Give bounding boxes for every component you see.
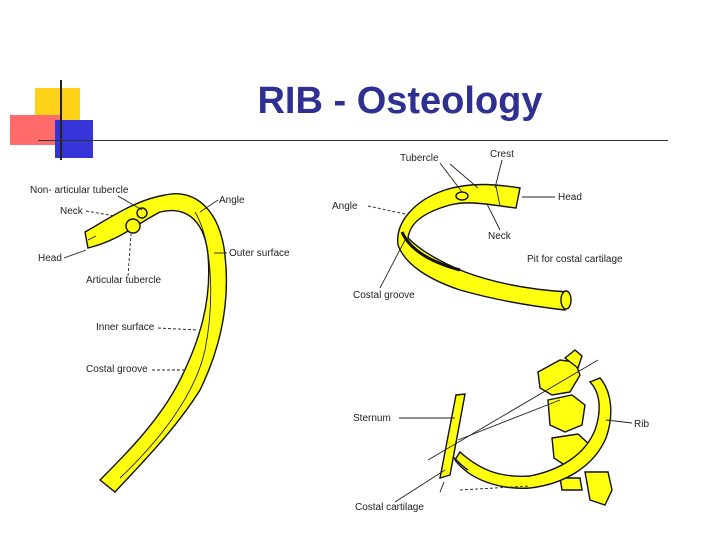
- articular-tubercle-shape: [125, 218, 141, 234]
- label-sternum: Sternum: [353, 413, 391, 424]
- label-head-left: Head: [38, 253, 62, 264]
- label-neck-right: Neck: [488, 231, 512, 242]
- label-angle-right: Angle: [332, 201, 358, 212]
- label-articular-tubercle: Articular tubercle: [86, 275, 161, 286]
- label-head-right: Head: [558, 192, 582, 203]
- label-angle-left: Angle: [219, 195, 245, 206]
- label-inner-surface: Inner surface: [96, 322, 155, 333]
- label-neck-left: Neck: [60, 206, 84, 217]
- label-rib: Rib: [634, 419, 649, 430]
- right-top-rib-bone: [397, 183, 569, 311]
- deco-horizontal-line: [38, 140, 668, 141]
- right-top-rib-figure: Tubercle Crest Angle Head Neck Pit for c…: [332, 149, 623, 311]
- label-outer-surface: Outer surface: [229, 248, 290, 259]
- label-tubercle: Tubercle: [400, 153, 439, 164]
- label-costal-cartilage: Costal cartilage: [355, 502, 424, 513]
- label-non-articular-tubercle: Non- articular tubercle: [30, 185, 129, 196]
- costal-groove-shading: [400, 231, 461, 272]
- sternum-bone: [439, 393, 466, 480]
- vertebra-upper: [537, 359, 581, 396]
- right-bottom-rib-figure: Sternum Rib Costal cartilage: [353, 349, 649, 513]
- vertebra-bottom: [584, 471, 613, 506]
- slide-title: RIB - Osteology: [257, 80, 543, 122]
- label-costal-groove-left: Costal groove: [86, 364, 148, 375]
- vertebra-middle: [547, 394, 586, 433]
- tubercle-shape-right: [455, 191, 469, 201]
- pit-end-shape: [560, 290, 572, 310]
- left-rib-inner-edge: [119, 211, 212, 479]
- right-bottom-rib-bone: [454, 377, 612, 489]
- oblique-line-1: [427, 359, 599, 461]
- vertebra-base: [559, 477, 583, 491]
- spinous-process: [563, 349, 583, 370]
- label-crest: Crest: [490, 149, 514, 160]
- deco-vertical-line: [60, 80, 62, 160]
- non-articular-tubercle-shape: [136, 207, 148, 219]
- label-pit-costal-cartilage: Pit for costal cartilage: [527, 254, 623, 265]
- left-rib-figure: Non- articular tubercle Neck Head Articu…: [30, 185, 290, 493]
- left-rib-bone: [84, 193, 228, 493]
- rib-diagrams: Non- articular tubercle Neck Head Articu…: [30, 149, 649, 513]
- label-costal-groove-right: Costal groove: [353, 290, 415, 301]
